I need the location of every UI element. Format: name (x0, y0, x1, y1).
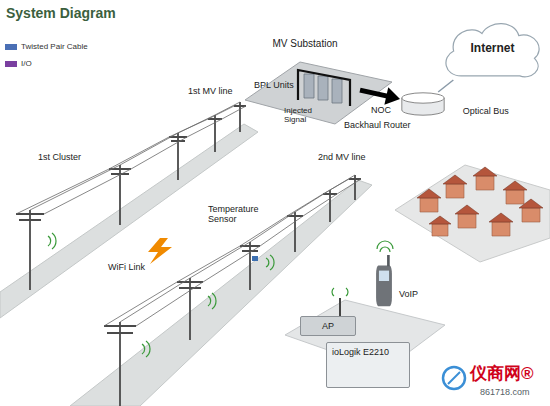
connector-line (438, 80, 453, 92)
connector-line (360, 90, 387, 96)
edge-label: NOC (370, 105, 392, 115)
callout-label: WiFi Link (108, 262, 145, 272)
legend-swatch (5, 44, 17, 50)
callout-label: 861718.com (480, 387, 530, 397)
house-roof (417, 167, 543, 224)
callout-label: 1st Cluster (38, 152, 81, 162)
diagram-title: System Diagram (6, 5, 116, 21)
callout-label: Temperature Sensor (208, 204, 274, 225)
phone-body (376, 265, 392, 306)
node-text: Backhaul Router (344, 120, 411, 130)
callout-label: 仪商网® (470, 364, 534, 384)
wifi-link-bolt (148, 238, 172, 264)
power-pole (16, 102, 361, 406)
wifi-wave (48, 233, 393, 357)
ap-device: AP (300, 316, 356, 336)
node-text: AP (322, 321, 334, 331)
node-text: ioLogik E2210 (332, 347, 404, 357)
iologik-device: ioLogik E2210 (326, 342, 410, 388)
node-text: Internet (470, 42, 514, 56)
voip-phone: VoIP (373, 255, 395, 307)
node-text: MV Substation (250, 38, 360, 50)
backhaul-router: Backhaul Router (400, 92, 446, 116)
phone-screen (379, 271, 389, 281)
legend-swatch (5, 61, 17, 67)
phone-antenna (387, 255, 390, 266)
legend-text: Twisted Pair Cable (21, 42, 88, 51)
callout-label: Injected Signal (284, 106, 326, 124)
legend-text: I/O (21, 59, 32, 68)
callout-label: 1st MV line (188, 86, 233, 96)
bpl-frame (298, 70, 350, 106)
node-text: VoIP (399, 289, 418, 299)
router-top (402, 93, 444, 103)
cloud-outline (446, 24, 539, 77)
backhaul-router-outline (400, 92, 446, 116)
temperature-sensor (252, 256, 258, 261)
legend-row: I/O (5, 59, 32, 68)
mv-line-wire (16, 102, 361, 326)
callout-label: BPL Units (254, 80, 294, 90)
connector (438, 80, 453, 92)
connector (360, 87, 400, 105)
callout-label: 2nd MV line (318, 152, 366, 162)
internet-cloud: Internet (440, 18, 545, 80)
edge-label: Optical Bus (462, 106, 510, 116)
watermark-logo (443, 367, 465, 389)
house-platform (395, 165, 550, 262)
watermark-logo (448, 372, 460, 384)
voip-phone-outline (373, 255, 395, 307)
legend-row: Twisted Pair Cable (5, 42, 88, 51)
substation-platform (245, 62, 392, 124)
ap-antenna (339, 298, 341, 316)
